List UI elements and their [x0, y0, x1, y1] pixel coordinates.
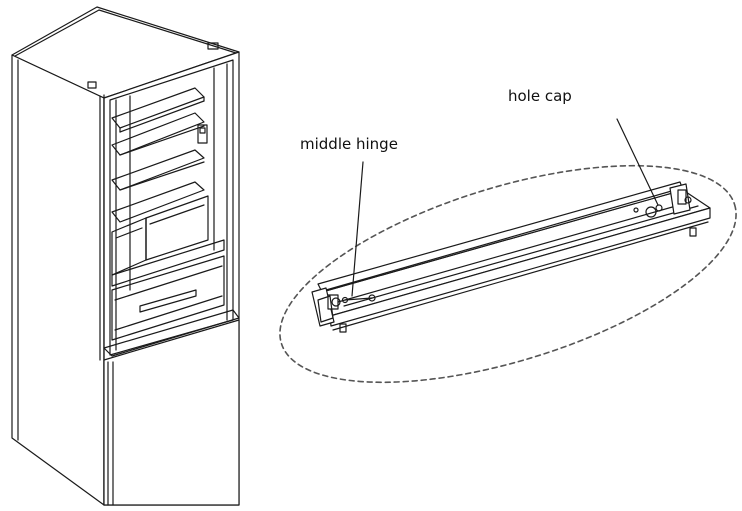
hole-cap-label: hole cap	[508, 87, 572, 105]
middle-hinge-leader-line	[351, 161, 364, 297]
hole-cap-leader-line	[616, 118, 659, 206]
detail-callout-ellipse	[279, 164, 737, 384]
middle-hinge-bar-icon	[311, 181, 711, 333]
refrigerator-icon	[11, 6, 240, 506]
middle-hinge-label: middle hinge	[300, 135, 398, 153]
